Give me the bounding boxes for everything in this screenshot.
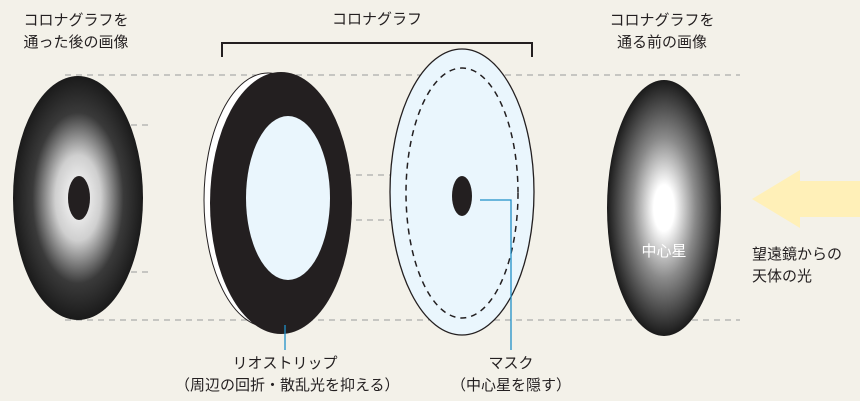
telescope-light-label-line2: 天体の光	[752, 267, 813, 285]
incoming-light-arrow	[752, 170, 860, 228]
after-image-mask-dot	[68, 176, 90, 220]
mask-center-dot	[452, 176, 472, 216]
lyot-stop-aperture	[246, 116, 330, 280]
mask-dashed-outline	[405, 67, 519, 319]
mask-leader-line	[480, 199, 512, 350]
lyot-stop-label-line1: リオストリップ	[232, 354, 338, 372]
central-star-label: 中心星	[641, 242, 687, 260]
lyot-stop-label-line2: （周辺の回折・散乱光を抑える）	[175, 376, 400, 394]
leader-lines	[284, 199, 512, 350]
coronagraph-label: コロナグラフ	[331, 10, 422, 28]
mask-label: マスク （中心星を隠す）	[431, 352, 591, 396]
lyot-stop	[203, 72, 352, 334]
before-image	[607, 80, 721, 336]
before-image-glow	[607, 80, 721, 336]
before-image-label: コロナグラフを 通る前の画像	[592, 9, 732, 53]
lyot-stop-label: リオストリップ （周辺の回折・散乱光を抑える）	[175, 352, 400, 396]
after-image	[13, 76, 143, 320]
coronagraph-bracket	[221, 42, 533, 57]
after-image-label-line1: コロナグラフを	[23, 11, 129, 29]
mask-label-line2: （中心星を隠す）	[450, 376, 571, 394]
after-image-label-line2: 通った後の画像	[23, 33, 129, 51]
before-image-label-line2: 通る前の画像	[616, 33, 707, 51]
mask	[389, 48, 535, 336]
before-image-label-line1: コロナグラフを	[609, 11, 715, 29]
mask-label-line1: マスク	[488, 354, 534, 372]
after-image-label: コロナグラフを 通った後の画像	[6, 9, 146, 53]
telescope-light-label-line1: 望遠鏡からの	[752, 245, 843, 263]
telescope-light-label: 望遠鏡からの 天体の光	[752, 243, 842, 287]
